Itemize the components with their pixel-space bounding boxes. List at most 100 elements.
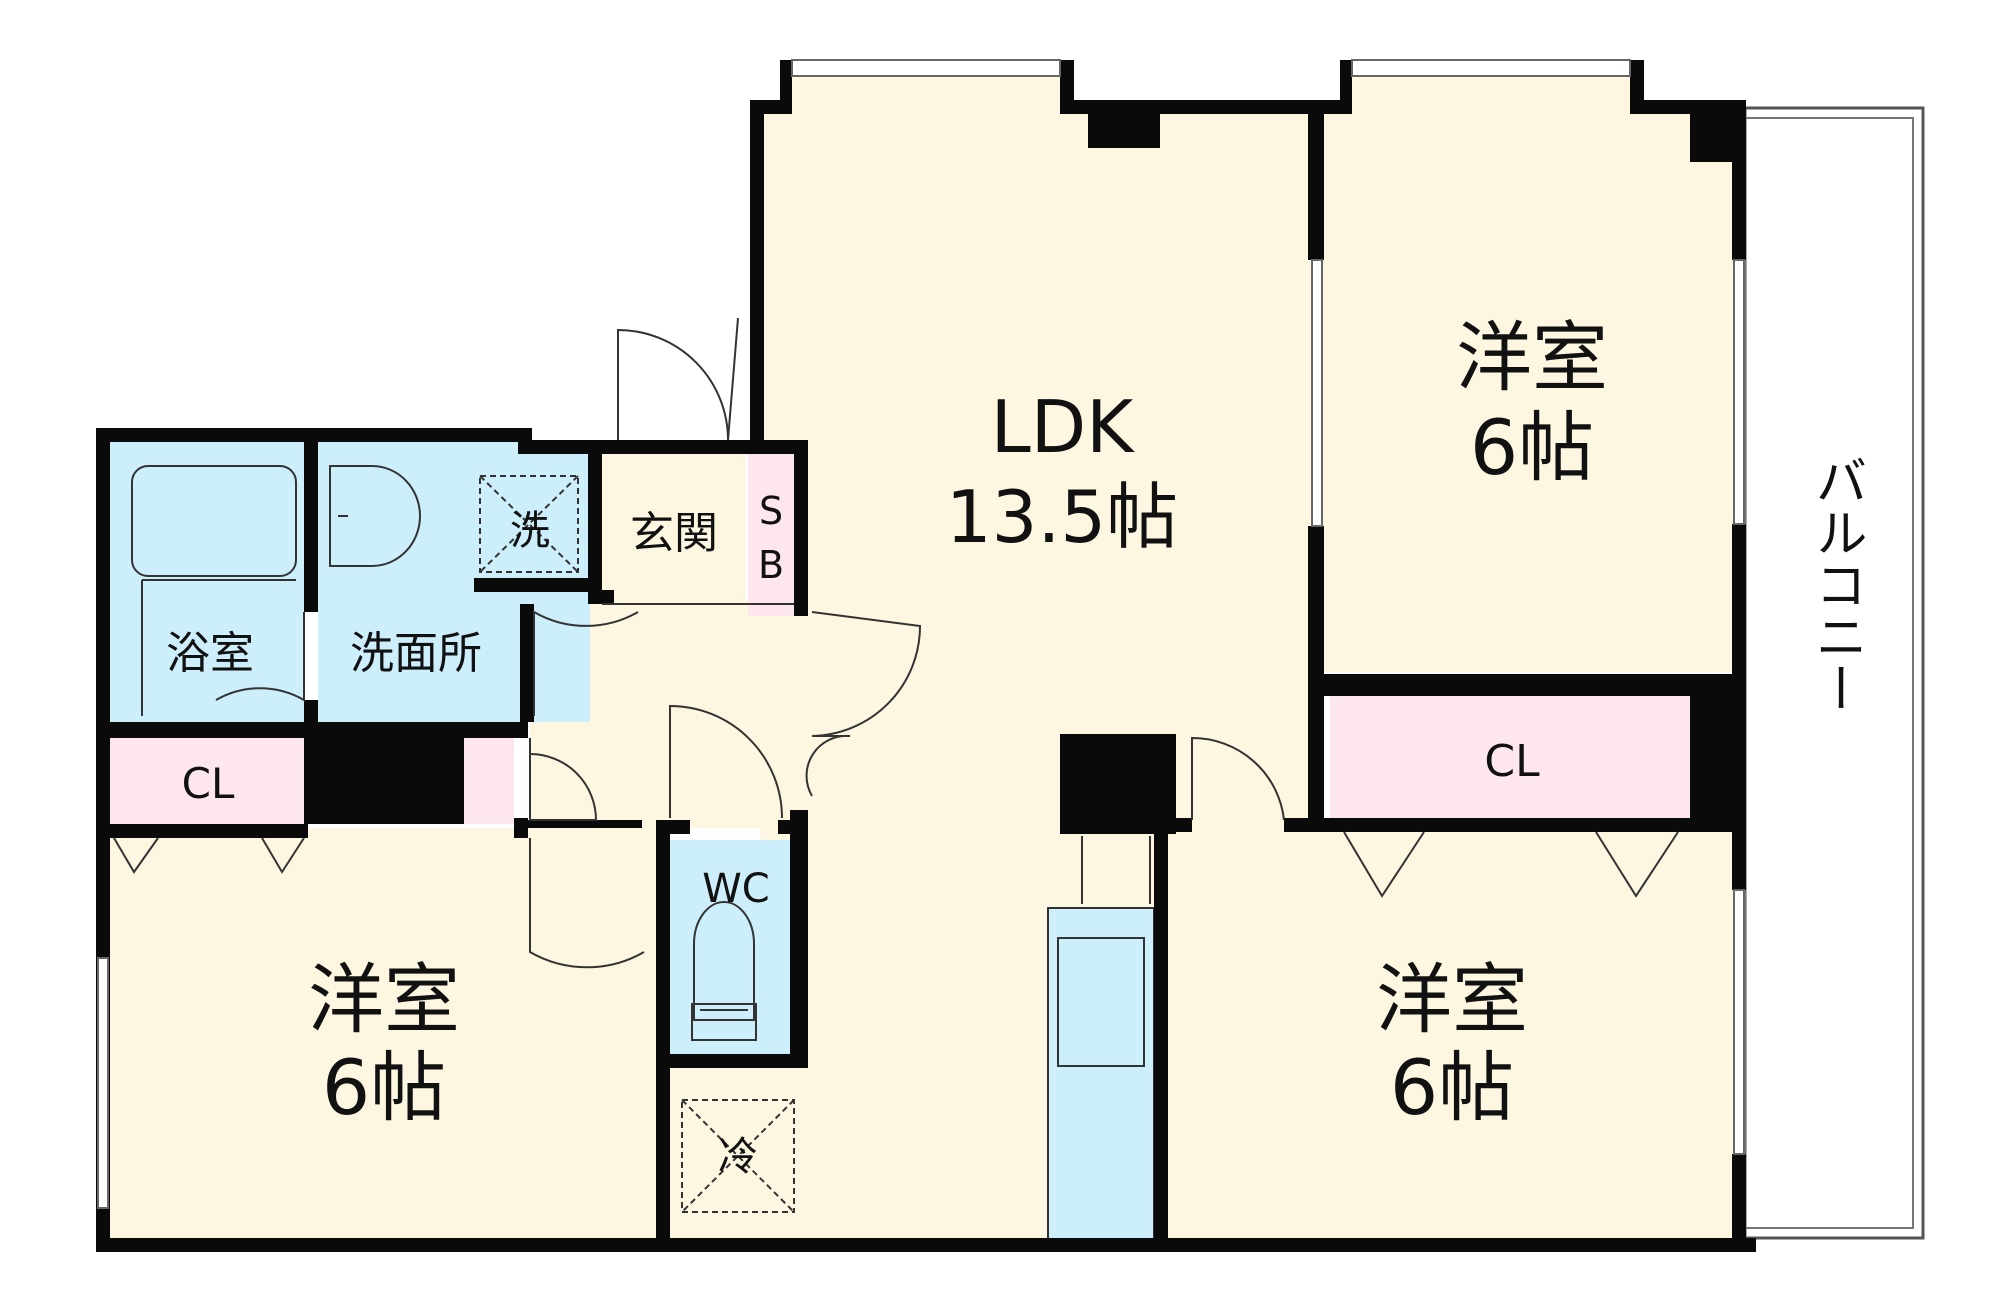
fridge-label: 冷 xyxy=(718,1134,758,1180)
room-ne-size: 6帖 xyxy=(1470,403,1594,492)
closet-w-floor xyxy=(108,738,304,824)
washer-label: 洗 xyxy=(510,508,550,554)
wall xyxy=(1088,100,1160,148)
window xyxy=(1733,889,1745,1155)
wall xyxy=(1340,60,1352,114)
wall xyxy=(1308,674,1746,696)
ldk-door-2 xyxy=(805,734,851,797)
bath-label: 浴室 xyxy=(166,628,254,679)
closet-doors xyxy=(113,831,1679,898)
room-se-floor xyxy=(1168,830,1734,1242)
closet-e-door xyxy=(1343,831,1425,898)
shoebox-label-s: S xyxy=(759,489,783,533)
balcony-label: バルコニー xyxy=(1806,454,1866,714)
fridge-space xyxy=(681,1099,795,1213)
closet-e-door xyxy=(1595,831,1679,898)
ldk-name: LDK xyxy=(991,385,1136,469)
wall xyxy=(1284,818,1314,832)
wall xyxy=(514,820,642,828)
wall xyxy=(656,1054,808,1068)
closet-w-door xyxy=(261,837,305,874)
entrance-door-leaf xyxy=(727,317,739,441)
wall xyxy=(96,722,528,738)
floor-fills xyxy=(108,72,1734,1243)
entrance-floor xyxy=(602,454,746,600)
washer-cross xyxy=(479,475,579,573)
washer-cross xyxy=(479,475,579,573)
wc-floor xyxy=(670,840,790,1058)
room-sw-door xyxy=(529,838,645,969)
wall xyxy=(778,820,808,834)
shaft xyxy=(304,738,464,824)
wall xyxy=(794,440,808,616)
wall xyxy=(588,454,602,590)
toilet-icon xyxy=(693,901,755,1021)
walls xyxy=(96,60,1756,1252)
wall xyxy=(96,1238,1756,1252)
room-se-door xyxy=(1191,736,1285,821)
entrance-door xyxy=(617,328,729,441)
window xyxy=(1351,59,1631,77)
room-sw-floor xyxy=(108,828,656,1242)
fridge-cross xyxy=(681,1099,795,1213)
wall xyxy=(588,590,614,604)
wall xyxy=(656,820,670,1252)
toilet-tank xyxy=(691,1003,757,1041)
windows xyxy=(97,59,1745,1209)
window xyxy=(97,957,109,1209)
wall xyxy=(1732,1154,1746,1252)
wall xyxy=(780,60,792,114)
wall xyxy=(588,440,808,454)
closet-e-label: CL xyxy=(1484,736,1540,787)
shoebox-floor xyxy=(748,450,794,616)
room-se-name: 洋室 xyxy=(1376,955,1528,1044)
room-se-size: 6帖 xyxy=(1390,1043,1514,1132)
wall xyxy=(304,442,318,612)
wall xyxy=(1154,818,1168,1250)
wall xyxy=(474,578,602,592)
kitchen-sink xyxy=(1057,937,1145,1067)
ldk-window-bay xyxy=(792,72,1060,116)
closet-w-door xyxy=(113,837,159,874)
basin xyxy=(329,465,421,567)
pillar xyxy=(1060,734,1176,834)
wc-label: WC xyxy=(702,866,769,912)
washroom-door xyxy=(533,610,639,716)
wall xyxy=(656,820,690,834)
closet-e-floor xyxy=(1330,696,1694,818)
wall xyxy=(1732,100,1746,260)
balcony-outline xyxy=(1743,106,1925,1240)
wall xyxy=(1308,818,1746,832)
ldk-size: 13.5帖 xyxy=(946,475,1178,559)
washroom-label: 洗面所 xyxy=(350,628,482,679)
room-ne-name: 洋室 xyxy=(1456,313,1608,402)
fridge-floor xyxy=(670,1060,790,1240)
wall xyxy=(96,824,308,838)
hall-storage-door xyxy=(529,738,598,821)
wall xyxy=(1308,100,1324,260)
wall xyxy=(750,100,764,454)
washer-space xyxy=(479,475,579,573)
closet-w-label: CL xyxy=(182,759,235,808)
window xyxy=(1311,259,1323,527)
bathtub xyxy=(131,465,297,577)
window xyxy=(791,59,1061,77)
room-ne-window-bay xyxy=(1352,72,1630,116)
wall xyxy=(96,428,532,442)
bath-door xyxy=(215,612,305,702)
ldk-door xyxy=(811,611,922,737)
wall xyxy=(1690,674,1746,832)
doors xyxy=(215,317,1285,969)
wc-door xyxy=(669,704,783,819)
labels: LDK 13.5帖 洋室 6帖 洋室 6帖 洋室 6帖 浴室 洗面所 洗 玄関 … xyxy=(166,313,1866,1180)
wall xyxy=(520,604,534,722)
room-sw-name: 洋室 xyxy=(308,955,460,1044)
hall-storage-floor xyxy=(464,738,514,824)
room-ne-floor xyxy=(1322,112,1734,672)
bath-floor xyxy=(108,442,304,722)
fridge-cross xyxy=(681,1099,795,1213)
shoebox-label-b: B xyxy=(758,543,784,587)
fixtures xyxy=(131,465,1151,1213)
window xyxy=(1733,259,1745,525)
